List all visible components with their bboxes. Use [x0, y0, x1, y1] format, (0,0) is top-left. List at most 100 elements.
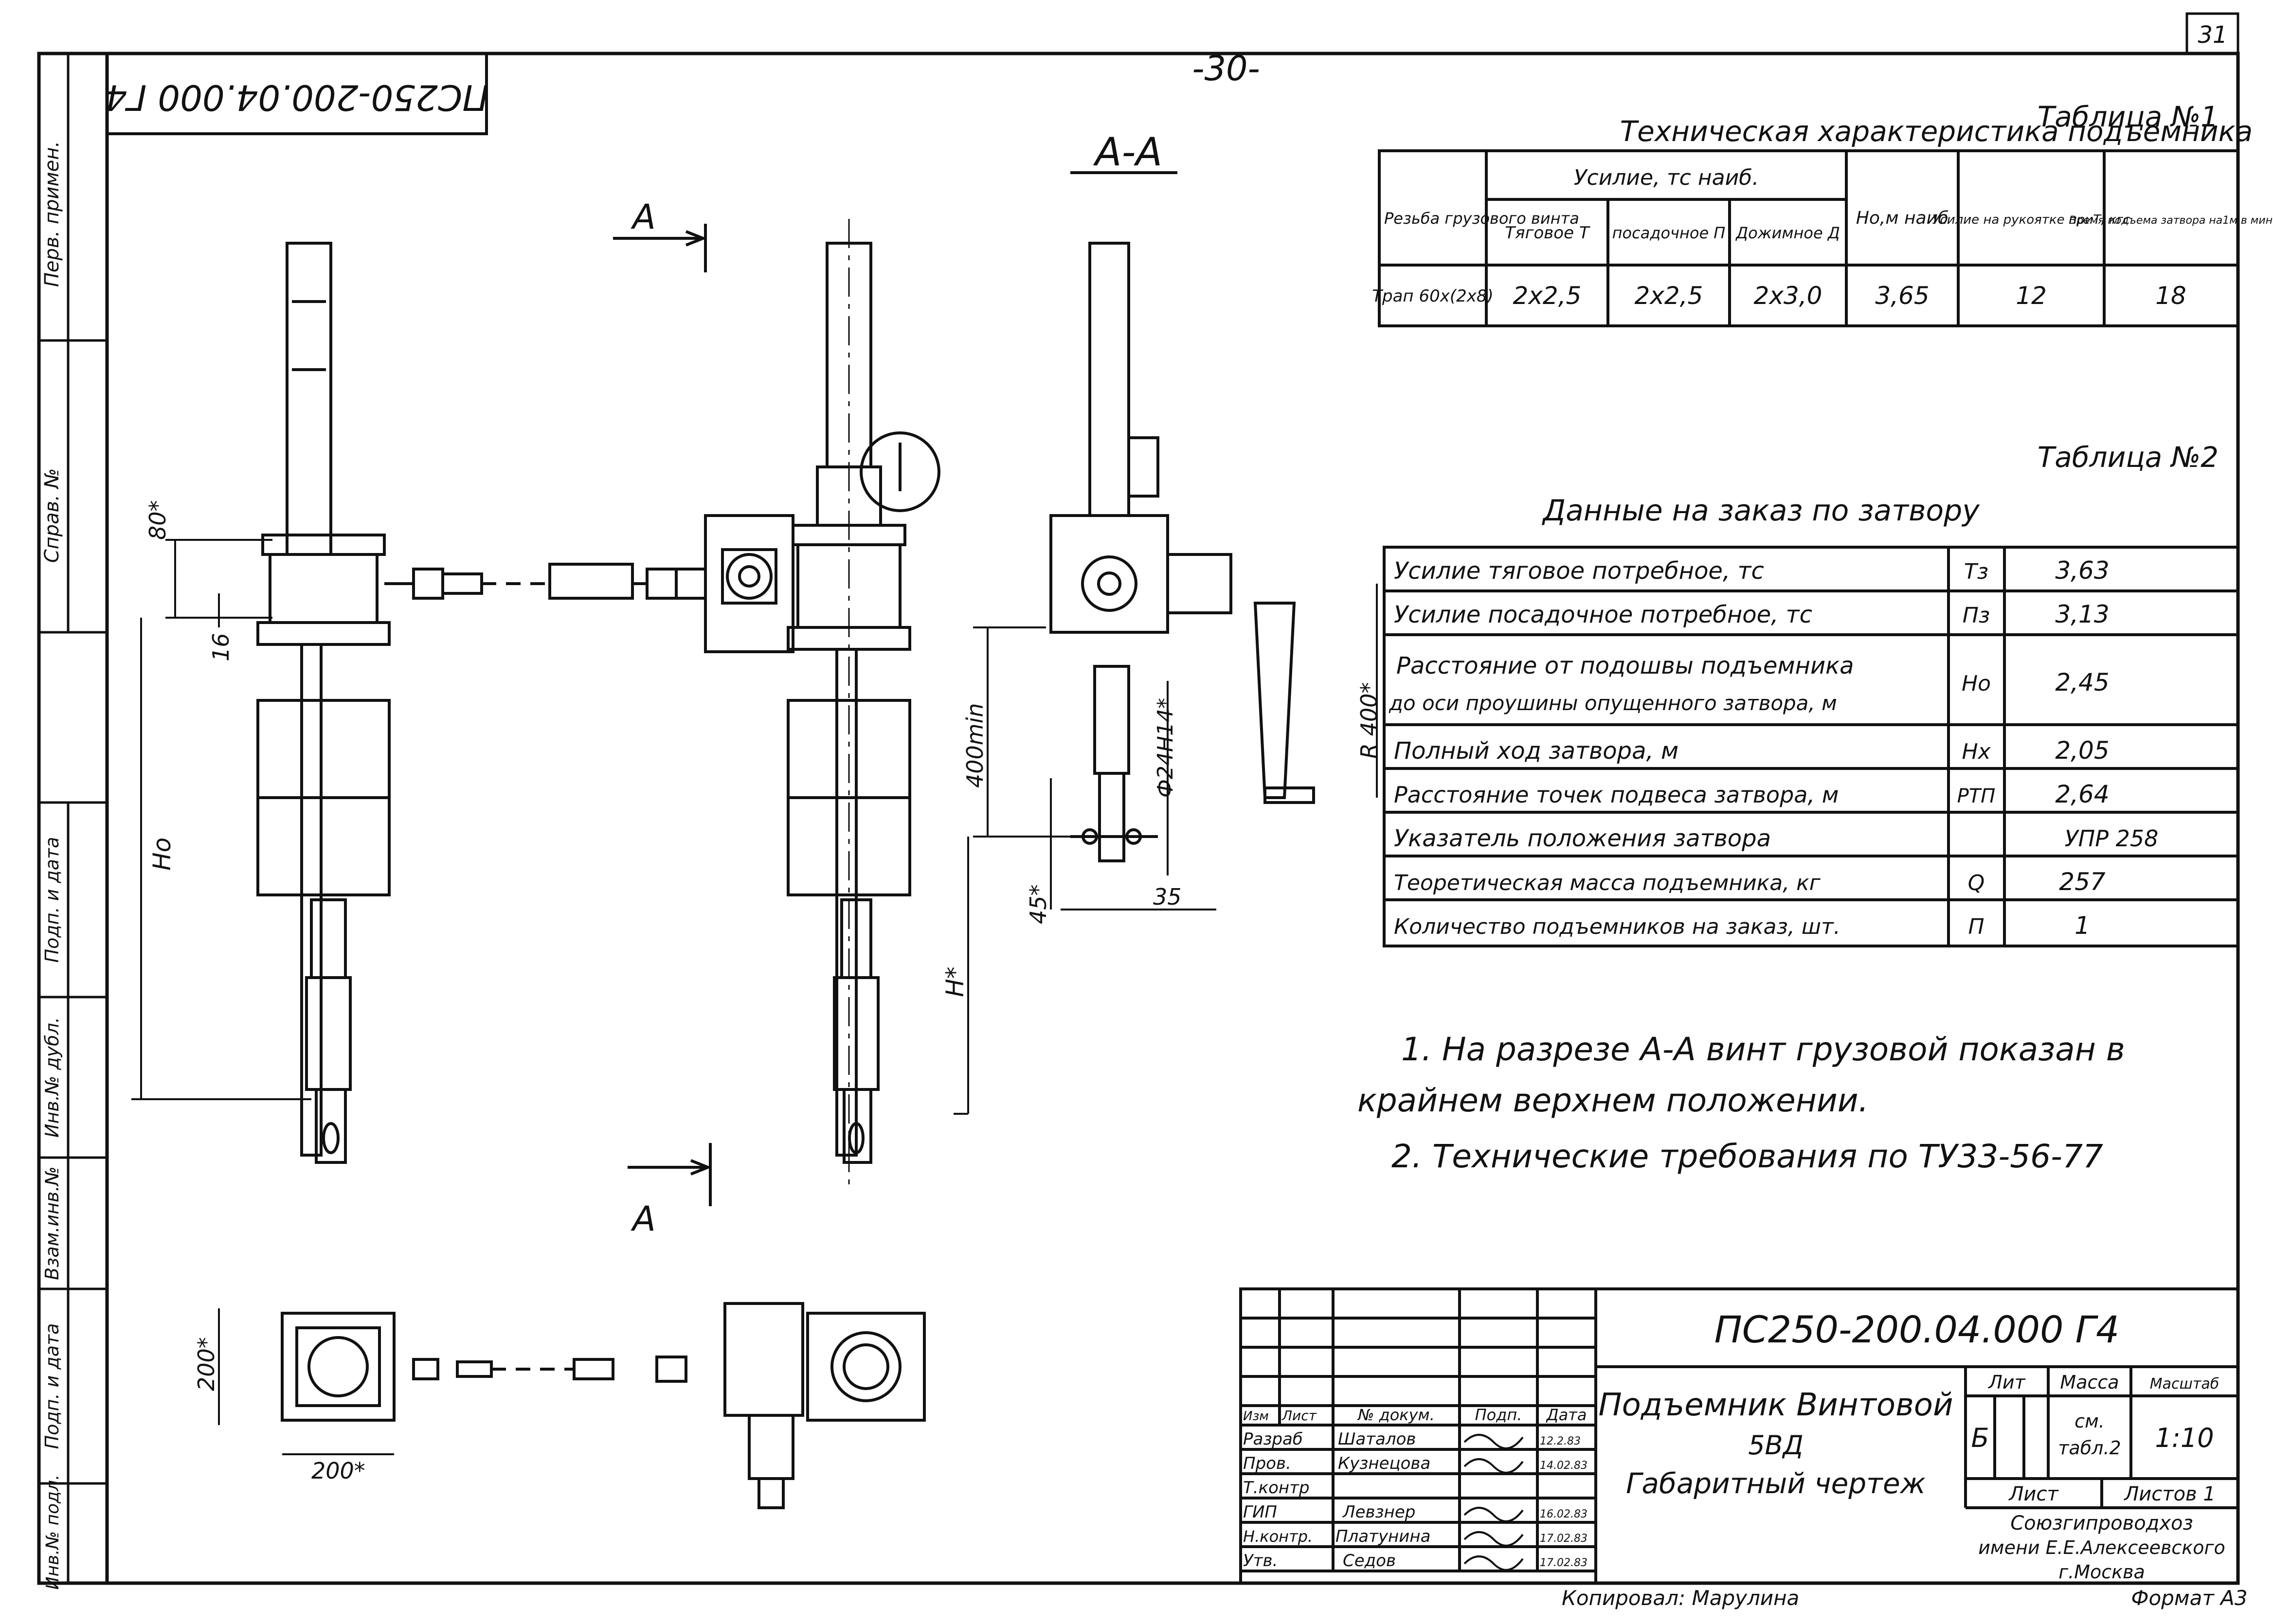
tb-role-date-5: 17.02.83	[1540, 1533, 1587, 1545]
t2-r6-val: УПР 258	[2065, 825, 2159, 852]
t1-pos: 2х2,5	[1635, 282, 1703, 310]
dimension-lines	[131, 539, 1378, 1455]
t1-time: 18	[2155, 282, 2186, 310]
tb-scale-header: Масштаб	[2150, 1375, 2219, 1392]
tb-code: ПС250-200.04.000 Г4	[1714, 1308, 2120, 1351]
tb-role-name-4: Левзнер	[1342, 1502, 1415, 1522]
t1-ho: 3,65	[1875, 282, 1929, 310]
t1-h-thread: Резьба грузового винта	[1384, 209, 1579, 228]
tb-list-label: Лист	[2008, 1483, 2059, 1505]
t2-r8-sym: П	[1968, 914, 1984, 939]
front-view-center-hoist	[675, 219, 940, 1192]
tb-role-3: Т.контр	[1243, 1478, 1310, 1498]
tb-format: Формат А3	[2131, 1586, 2247, 1610]
tb-h-date: Дата	[1546, 1406, 1587, 1424]
tb-role-name-5: Платунина	[1335, 1527, 1430, 1546]
t1-h-pos: посадочное П	[1612, 224, 1726, 242]
tb-role-4: ГИП	[1243, 1502, 1277, 1522]
table1-grid	[1378, 149, 2239, 327]
t1-h-time: Время подъема затвора на1м в мин	[2069, 214, 2273, 227]
t1-h-dozh: Дожимное Д	[1735, 224, 1840, 242]
tb-role-date-4: 16.02.83	[1540, 1508, 1587, 1520]
tb-name2: 5ВД	[1748, 1430, 1804, 1461]
section-label: А-А	[1093, 129, 1162, 175]
t1-h-handle: Усилие на рукоятке приТ, кгс	[1932, 213, 2130, 227]
t1-tyag: 2х2,5	[1513, 282, 1582, 310]
dim-80: 80*	[144, 500, 171, 540]
t2-r2-name: Усилие посадочное потребное, тс	[1394, 601, 1812, 628]
tb-name1: Подъемник Винтовой	[1598, 1387, 1953, 1423]
tb-h-list: Лист	[1281, 1408, 1317, 1424]
t1-handle: 12	[2016, 282, 2047, 310]
dim-h: Н*	[941, 966, 969, 997]
t2-r2-val: 3,13	[2055, 600, 2109, 628]
tb-role-date-6: 17.02.83	[1540, 1557, 1587, 1569]
t2-r3-sym: Но	[1962, 671, 1991, 696]
tb-org-3: г.Москва	[2058, 1561, 2145, 1583]
tb-mass-value-2: табл.2	[2058, 1437, 2121, 1459]
t2-r4-val: 2,05	[2055, 736, 2109, 765]
tb-role-6: Утв.	[1243, 1551, 1278, 1570]
dim-400min: 400min	[962, 703, 988, 788]
t1-h-force: Усилие, тс наиб.	[1574, 165, 1759, 190]
tb-name3: Габаритный чертеж	[1626, 1467, 1926, 1500]
t2-r2-sym: Пз	[1963, 603, 1990, 628]
table2-title: Таблица №2	[2038, 441, 2219, 474]
dim-d24: Ф24Н14*	[1153, 698, 1178, 798]
tb-org-1: Союзгипроводхоз	[2010, 1512, 2193, 1535]
stamp-sprav-no: Справ. №	[41, 468, 63, 563]
table2-grid	[1383, 546, 2239, 947]
t2-r3-name1: Расстояние от подошвы подъемника	[1396, 652, 1854, 679]
t1-h-tyag: Тяговое Т	[1505, 223, 1590, 243]
table1-title: Таблица №1	[2038, 100, 2219, 133]
cut-letter-bottom: А	[631, 1199, 656, 1239]
tb-org-2: имени Е.Е.Алексеевского	[1978, 1537, 2225, 1558]
tb-role-name-1: Шаталов	[1338, 1429, 1416, 1449]
tb-signatures	[1463, 1434, 1524, 1571]
t1-thread: Трап 60х(2х8)	[1372, 286, 1494, 306]
tb-h-podp: Подп.	[1475, 1406, 1522, 1424]
t2-r1-val: 3,63	[2055, 556, 2109, 585]
corner-number: 31	[2198, 21, 2227, 49]
tb-role-date-1: 12.2.83	[1540, 1435, 1581, 1447]
dim-200-horizontal: 200*	[311, 1458, 365, 1484]
tb-role-2: Пров.	[1243, 1454, 1291, 1473]
stamp-inv-podl: Инв.№ подл.	[43, 1475, 63, 1590]
t2-r5-name: Расстояние точек подвеса затвора, м	[1394, 782, 1839, 808]
tb-lit-value: Б	[1971, 1423, 1989, 1453]
dim-16: 16	[208, 633, 234, 661]
t2-r8-val: 1	[2075, 911, 2090, 940]
tb-h-izm: Изм	[1243, 1409, 1269, 1424]
t2-r7-sym: Q	[1968, 871, 1985, 895]
tb-lit-header: Лит	[1987, 1372, 2026, 1393]
dim-200-vertical: 200*	[193, 1337, 219, 1391]
t2-r3-val: 2,45	[2055, 668, 2109, 696]
t2-r8-name: Количество подъемников на заказ, шт.	[1394, 914, 1840, 939]
tb-copied-by: Копировал: Марулина	[1562, 1586, 1799, 1610]
t2-r5-sym: РТП	[1957, 785, 1996, 807]
cut-letter-top: А	[631, 197, 656, 237]
t1-h-ho: Но,м наиб	[1856, 208, 1948, 228]
table2-caption: Данные на заказ по затвору	[1541, 494, 1980, 528]
t2-r3-name2: до оси проушины опущенного затвора, м	[1389, 691, 1837, 715]
tb-role-date-2: 14.02.83	[1540, 1460, 1587, 1472]
stamp-perv-primen: Перв. примен.	[41, 141, 63, 287]
t2-r1-sym: Тз	[1964, 559, 1988, 584]
t2-r7-val: 257	[2059, 868, 2106, 896]
t2-r6-name: Указатель положения затвора	[1394, 825, 1771, 852]
dim-r400: R 400*	[1356, 682, 1382, 759]
stamp-podp-data: Подп. и дата	[41, 1323, 63, 1449]
title-block-grid	[1239, 1287, 2239, 1585]
dim-45: 45*	[1025, 884, 1051, 924]
t2-r4-sym: Нх	[1962, 739, 1991, 764]
note-1a: 1. На разрезе А-А винт грузовой показан …	[1401, 1031, 2125, 1068]
tb-role-5: Н.контр.	[1243, 1527, 1313, 1546]
plan-view	[281, 1302, 926, 1509]
page-number: -30-	[1192, 49, 1260, 89]
tb-mass-value-1: см.	[2075, 1410, 2105, 1432]
t2-r1-name: Усилие тяговое потребное, тс	[1394, 557, 1764, 585]
tb-h-doc: № докум.	[1357, 1406, 1435, 1424]
note-2: 2. Технические требования по ТУ33-56-77	[1391, 1138, 2103, 1175]
side-stamp	[39, 54, 107, 1583]
